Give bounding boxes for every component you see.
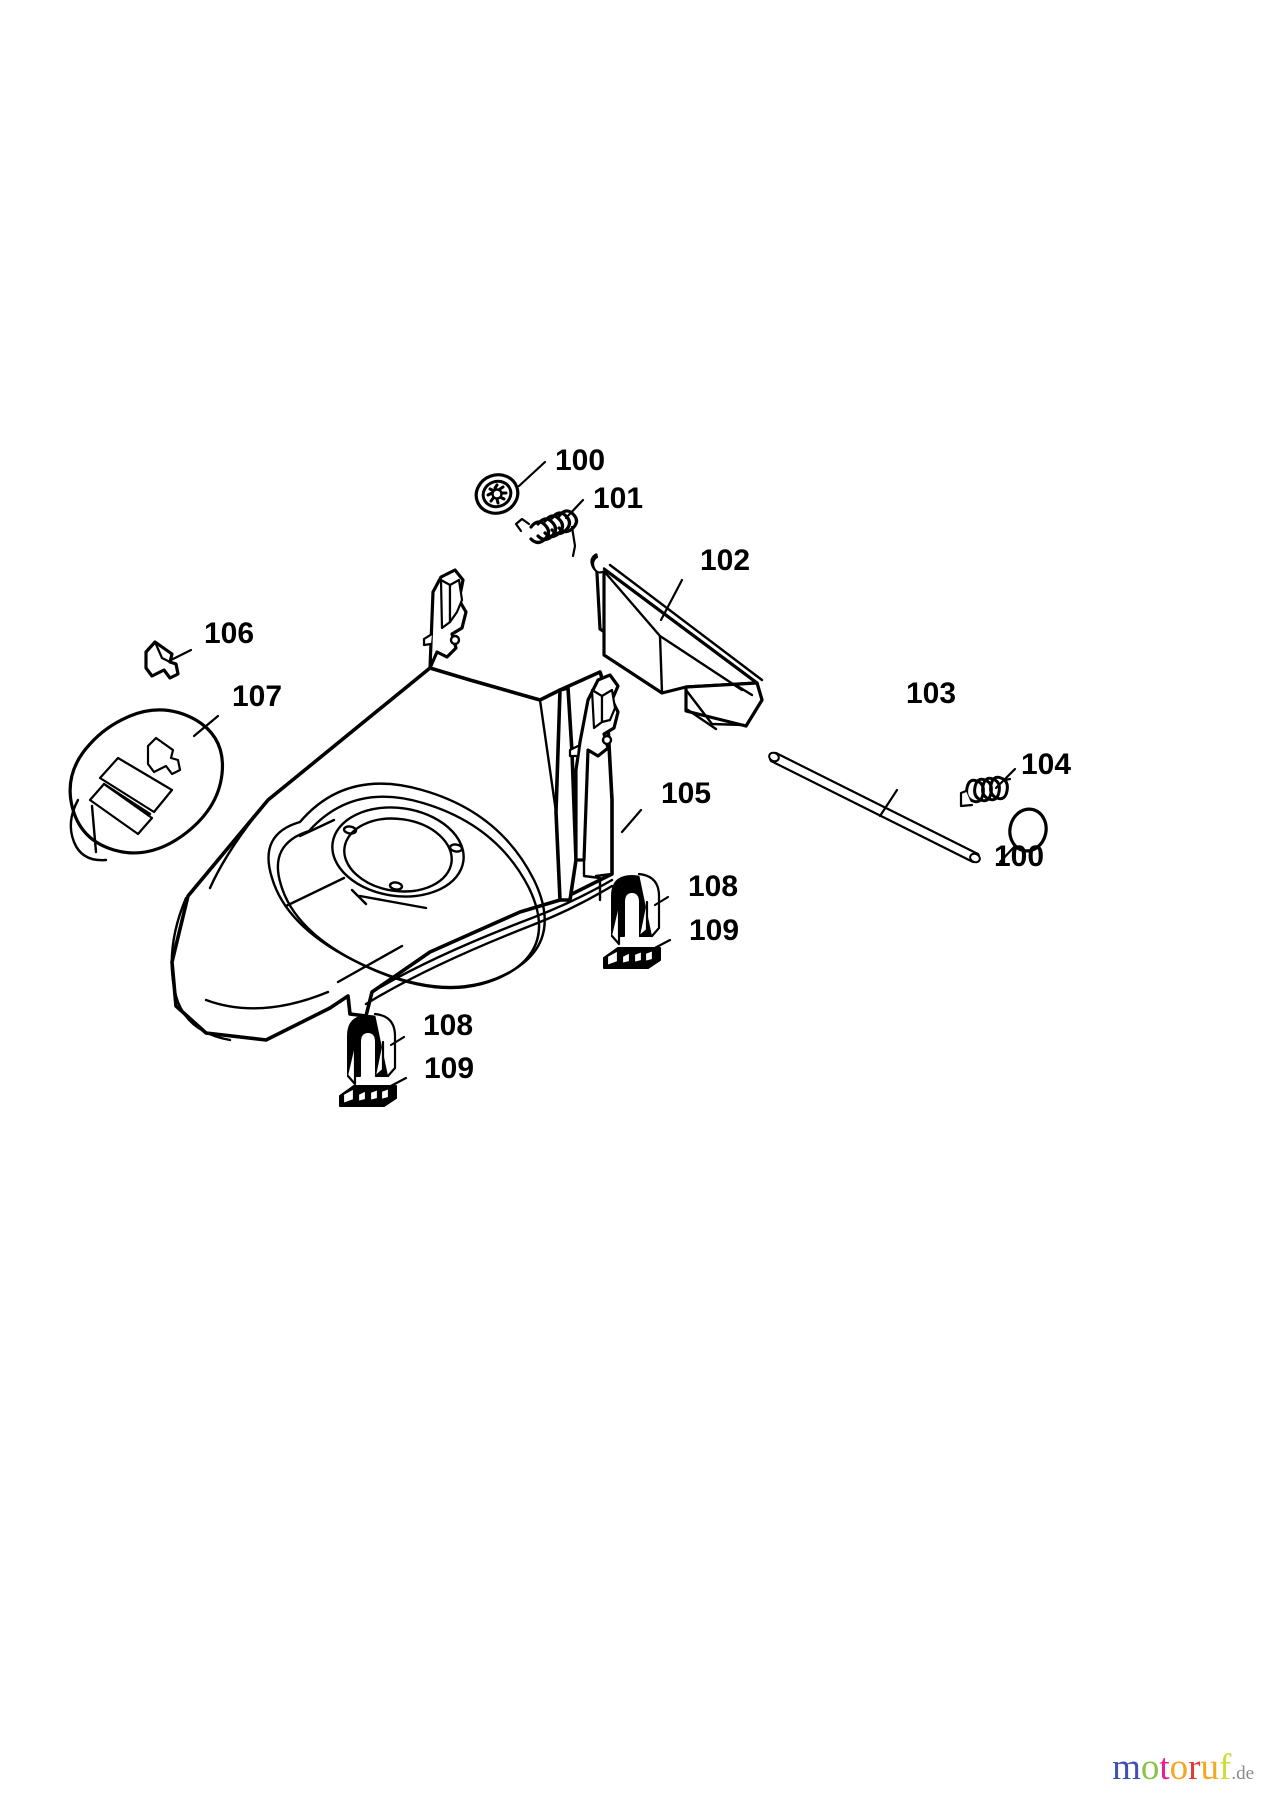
callout-label-104: 104: [1021, 748, 1071, 781]
leader-line-107: [192, 714, 220, 738]
leader-line-108-upper: [653, 895, 670, 907]
part-106-retaining-key: [144, 640, 180, 680]
watermark-letter-o1: o: [1140, 1747, 1160, 1788]
leader-line-105: [620, 808, 643, 834]
callout-label-100-right: 100: [994, 840, 1044, 873]
callout-label-103: 103: [906, 677, 956, 710]
callout-label-106: 106: [204, 617, 254, 650]
callout-label-100-top: 100: [555, 444, 605, 477]
part-107-deck-cover-plate: [68, 708, 225, 862]
leader-line-106: [169, 648, 193, 662]
part-101-extension-spring: [514, 509, 579, 558]
watermark-letter-f: f: [1218, 1747, 1232, 1788]
part-104-compression-spring: [959, 775, 1012, 808]
part-108-u-clip-lower: [346, 1012, 397, 1086]
part-102-rear-deflector-flap: [590, 553, 764, 731]
part-108-u-clip-upper: [610, 872, 661, 946]
callout-label-108-upper: 108: [688, 870, 738, 903]
callout-label-105: 105: [661, 777, 711, 810]
callout-label-109-upper: 109: [689, 914, 739, 947]
part-100-end-cap: [1008, 807, 1048, 853]
part-105-mower-deck-housing: [170, 568, 620, 1042]
watermark-tld: .de: [1231, 1763, 1254, 1784]
callout-label-102: 102: [700, 544, 750, 577]
leader-line-104: [994, 767, 1017, 790]
callout-label-108-lower: 108: [423, 1009, 473, 1042]
leader-line-100-right: [998, 844, 1017, 864]
leader-line-100-top: [517, 460, 547, 488]
part-109-connector-block-lower: [339, 1085, 397, 1107]
part-109-connector-block-upper: [603, 947, 661, 969]
watermark-letter-m: m: [1112, 1747, 1141, 1788]
watermark-letter-t: t: [1159, 1747, 1170, 1788]
watermark-letter-o2: o: [1169, 1747, 1189, 1788]
leader-line-103: [878, 788, 899, 818]
leader-line-102: [659, 578, 684, 622]
leader-line-108-lower: [389, 1035, 406, 1047]
part-100-star-lock-washer: [474, 473, 520, 515]
callout-label-109-lower: 109: [424, 1052, 474, 1085]
leader-line-109-upper: [649, 938, 672, 952]
watermark-letter-r: r: [1188, 1747, 1201, 1788]
callout-label-107: 107: [232, 680, 282, 713]
part-103-pivot-rod: [768, 751, 981, 864]
watermark-letter-u: u: [1200, 1747, 1219, 1788]
leader-line-101: [564, 498, 585, 520]
callout-label-101: 101: [593, 482, 643, 515]
leader-line-109-lower: [385, 1076, 408, 1090]
motoruf-watermark: motoruf.de: [1112, 1749, 1254, 1786]
